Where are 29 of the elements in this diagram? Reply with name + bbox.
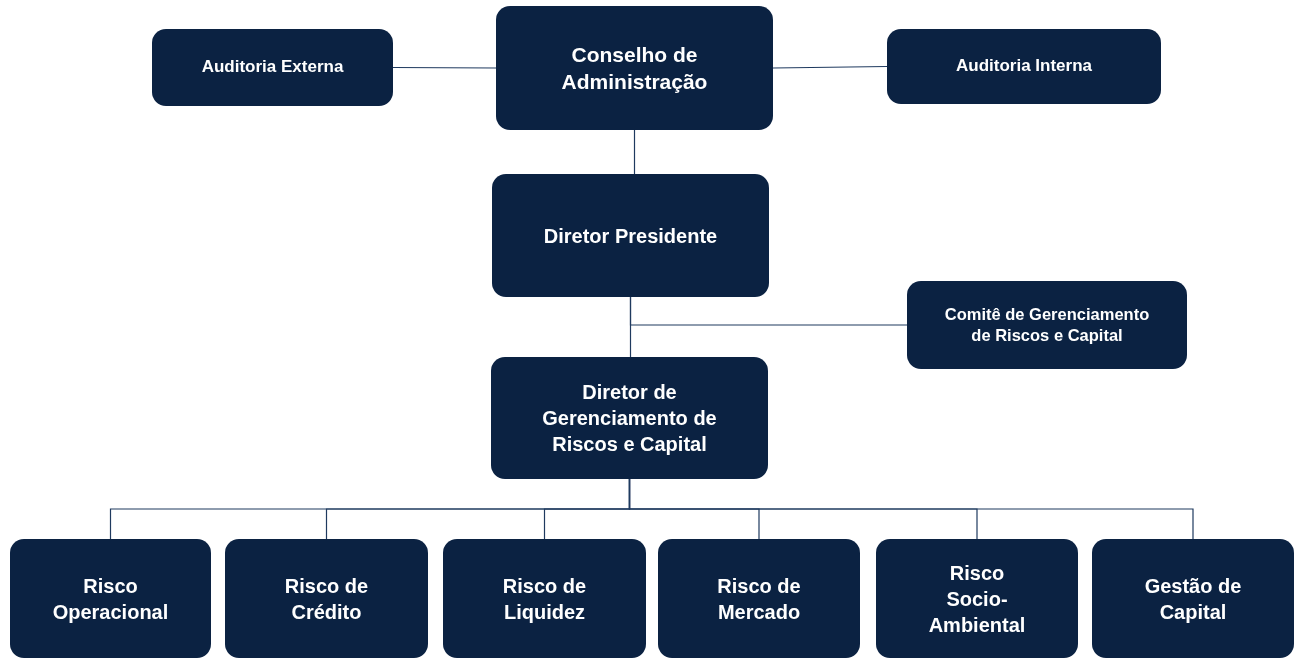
org-box — [658, 539, 860, 658]
org-box — [10, 539, 211, 658]
box-label: Risco Operacional — [51, 573, 170, 625]
org-box — [225, 539, 428, 658]
box-label: Risco de Mercado — [716, 573, 802, 625]
org-box — [443, 539, 646, 658]
org-box — [1092, 539, 1294, 658]
box-label: Auditoria Externa — [201, 56, 344, 79]
box-label: Auditoria Interna — [956, 55, 1092, 78]
box-label: Comitê de Gerenciamento de Riscos e Capital — [943, 303, 1151, 346]
box-label: Risco de Liquidez — [501, 573, 588, 625]
box-label: Gestão de Capital — [1143, 573, 1243, 625]
box-label: Risco Socio-Ambiental — [927, 560, 1027, 638]
box-label: Conselho de Administração — [560, 41, 709, 95]
org-box — [907, 281, 1187, 369]
connector-line — [772, 65, 888, 69]
org-box — [492, 174, 769, 297]
org-box — [876, 539, 1078, 658]
org-box — [491, 357, 768, 479]
box-label: Diretor Presidente — [543, 223, 718, 249]
org-box — [152, 29, 393, 106]
connector-line — [633, 129, 636, 175]
box-label: Diretor de Gerenciamento de Riscos e Capital — [541, 380, 718, 457]
connector-line — [629, 296, 632, 358]
connector-line — [628, 478, 1194, 540]
box-label: Risco de Crédito — [283, 573, 370, 625]
org-box — [887, 29, 1161, 104]
org-box — [496, 6, 773, 130]
connector-line — [392, 66, 497, 69]
